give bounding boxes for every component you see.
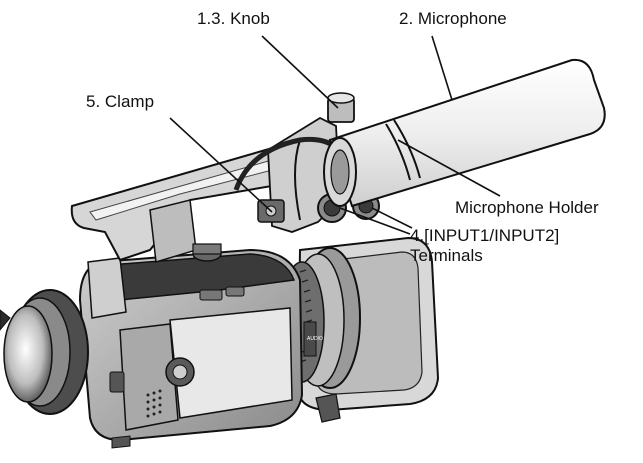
- microphone-label: 2. Microphone: [399, 9, 507, 28]
- microphone-holder-label: Microphone Holder: [455, 198, 599, 217]
- input2-leader-line: [371, 207, 413, 229]
- input1-leader-line: [339, 207, 411, 235]
- microphone-leader-line: [431, 35, 453, 101]
- input-terminals-label-line1: 4.[INPUT1/INPUT2]: [410, 226, 560, 245]
- knob-label: 1.3. Knob: [197, 9, 270, 28]
- camcorder-body: [78, 248, 341, 449]
- input-terminals-label-line2: Terminals: [410, 246, 483, 265]
- microphone: [323, 58, 606, 208]
- holder-leader-line: [397, 139, 501, 197]
- leader-lines: [169, 35, 501, 235]
- front-lens: [0, 289, 89, 415]
- knob: [327, 92, 355, 123]
- clamp-label: 5. Clamp: [86, 92, 155, 111]
- audio-panel-text: AUDIO: [307, 336, 323, 342]
- knob-leader-line: [261, 35, 339, 109]
- clamp-leader-line: [169, 117, 273, 213]
